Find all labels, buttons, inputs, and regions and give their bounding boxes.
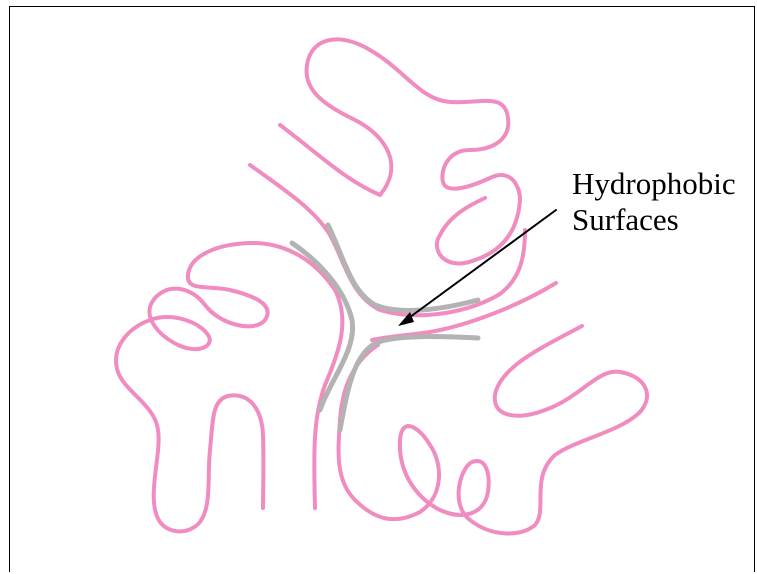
hydrophobic-surfaces-label: Hydrophobic Surfaces: [572, 166, 736, 238]
hydrophobic-surface-upper: [328, 225, 478, 310]
protein-chain-top-right: [280, 39, 520, 263]
protein-chain-right-lower: [339, 326, 647, 534]
hydrophobic-surface-lower: [340, 337, 478, 430]
label-line-1: Hydrophobic: [572, 166, 736, 202]
protein-chain-left: [116, 243, 342, 531]
label-line-2: Surfaces: [572, 202, 736, 238]
